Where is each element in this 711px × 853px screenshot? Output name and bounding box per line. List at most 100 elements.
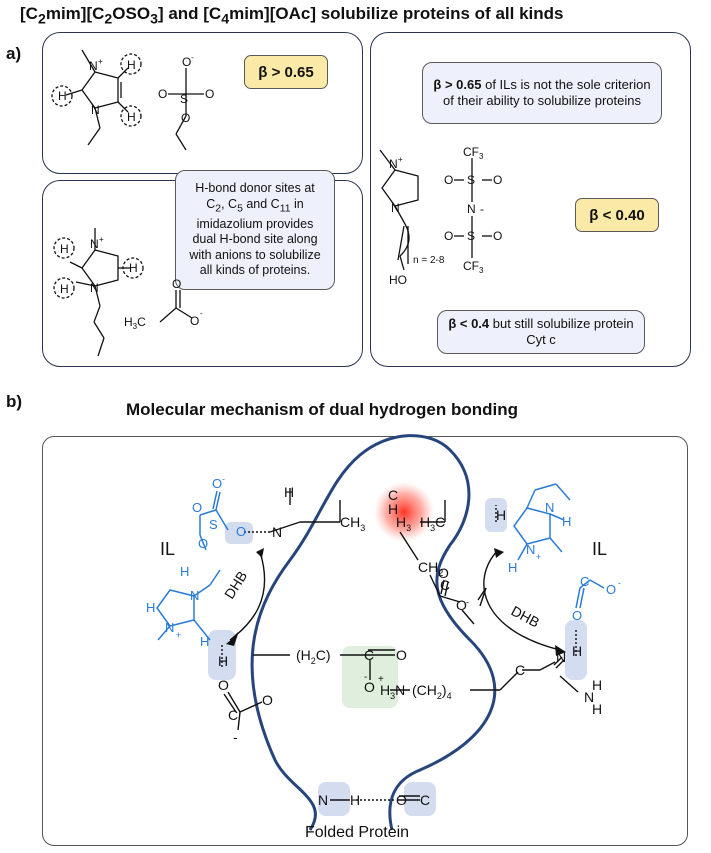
- carboxylate-minus-left: -: [233, 729, 238, 745]
- acid-o1: O: [396, 647, 407, 663]
- chain-length-label: n = 2-8: [413, 255, 445, 266]
- guanidine-c: C: [515, 662, 525, 678]
- imidazolium-ring-1: [81, 71, 119, 109]
- blue-o1: O: [236, 524, 246, 539]
- backbone-o: O: [396, 792, 407, 808]
- cf3-bottom: CF3: [463, 259, 484, 275]
- hbond-box-5: [318, 782, 350, 816]
- atom-o-acetate-1: O: [172, 277, 181, 291]
- minus-charge-1: -: [191, 53, 194, 62]
- atom-s3: S: [467, 229, 475, 243]
- atom-s2: S: [467, 173, 475, 187]
- hbond-box-6: [404, 782, 436, 816]
- minus-charge-3: -: [480, 202, 484, 216]
- panel-b-label: b): [6, 392, 23, 411]
- atom-o1: O: [182, 55, 191, 69]
- ch-c: C: [388, 487, 398, 503]
- atom-n3: N: [90, 237, 99, 251]
- atom-o2: O: [158, 87, 167, 101]
- hydroxyl-label: HO: [389, 273, 407, 287]
- backbone-c: C: [420, 792, 430, 808]
- ch-h: H: [388, 501, 398, 517]
- hbond-donor-note: H-bond donor sites at C2, C5 and C11 in …: [175, 170, 335, 290]
- atom-n4: N: [90, 281, 99, 295]
- carboxylate-o-right: O: [456, 597, 467, 613]
- atom-s: S: [180, 92, 188, 106]
- acid-minus: -: [364, 672, 367, 683]
- blue-o4: O: [198, 536, 208, 551]
- blue-s: S: [209, 517, 218, 532]
- hbond-h-left: H: [218, 653, 228, 669]
- acid-c: C: [364, 647, 374, 663]
- atom-n6: N: [391, 201, 400, 215]
- blue-minus-1: -: [222, 474, 225, 484]
- blue-plus-2: +: [536, 552, 541, 562]
- blue-o6: O: [606, 582, 616, 597]
- atom-h-c5: H: [127, 58, 136, 72]
- blue-h4: H: [562, 514, 571, 529]
- il-label-right: IL: [592, 539, 607, 559]
- nh-n: N: [272, 524, 282, 540]
- panel-a-label: a): [6, 44, 22, 63]
- guanidine-n2: N: [584, 689, 594, 705]
- beta-high-badge: β > 0.65: [244, 55, 328, 89]
- atom-o6: O: [493, 173, 502, 187]
- atom-o3: O: [205, 87, 214, 101]
- ch2-4-label: (CH2)4: [412, 682, 452, 701]
- hbond-box-1: [225, 522, 253, 544]
- carboxylate-minus-right: -: [466, 597, 469, 607]
- guanidine-h3: H: [592, 701, 602, 717]
- plus-charge-3: +: [398, 155, 403, 164]
- ch3-left: CH3: [340, 514, 365, 533]
- atom-h-c4: H: [127, 110, 136, 124]
- carboxylate-c-left: C: [228, 707, 238, 723]
- panel-a-title: [C2mim][C2OSO3] and [C4mim][OAc] solubil…: [20, 4, 564, 28]
- criterion-note: β > 0.65 of ILs is not the sole criterio…: [422, 62, 662, 124]
- carboxylate-o2-right: O: [438, 565, 449, 581]
- atom-h-b: H: [129, 261, 138, 275]
- atom-n1: N: [89, 59, 98, 73]
- folded-protein-label: Folded Protein: [305, 824, 409, 841]
- blue-n2: N: [165, 620, 174, 635]
- plus-charge-2: +: [99, 235, 104, 244]
- atom-n2: N: [91, 103, 100, 117]
- blue-o2: O: [212, 476, 222, 491]
- atom-h-a: H: [60, 242, 69, 256]
- cytc-note: β < 0.4 but still solubilize protein Cyt…: [437, 310, 645, 354]
- atom-n-tfsi: N: [467, 202, 476, 216]
- blue-n1: N: [190, 588, 199, 603]
- protein-backbone: [250, 434, 497, 831]
- blue-h2: H: [180, 564, 189, 579]
- hbond-h-right: H: [496, 507, 506, 523]
- blue-c: C: [580, 574, 589, 589]
- acetate-methyl: H3C: [124, 315, 146, 331]
- blue-n4: N: [526, 542, 535, 557]
- h3n-label: H3N: [380, 682, 405, 701]
- acid-o2: O: [364, 679, 375, 695]
- atom-o-acetate-2: O: [190, 314, 199, 328]
- atom-h-c: H: [60, 282, 69, 296]
- hydrophobic-contact-glow: [374, 482, 434, 542]
- atom-o5: O: [444, 173, 453, 187]
- h3c-right: H3C: [420, 514, 445, 533]
- atom-o4: O: [181, 111, 190, 125]
- guanidine-n: N: [556, 649, 566, 665]
- guanidine-h: H: [572, 643, 582, 659]
- dhb-label-left: DHB: [221, 568, 250, 602]
- blue-h1: H: [146, 600, 155, 615]
- atom-o8: O: [493, 229, 502, 243]
- guanidine-h2: H: [592, 677, 602, 693]
- cf3-top: CF3: [463, 145, 484, 161]
- blue-n3: N: [545, 500, 554, 515]
- minus-charge-2: -: [200, 309, 203, 318]
- nh-h: H: [284, 484, 294, 500]
- blue-o3: O: [192, 500, 202, 515]
- carboxylate-c-right: C: [440, 577, 450, 593]
- beta-low-badge: β < 0.40: [575, 198, 659, 232]
- imidazolium-ring-3: [381, 169, 419, 207]
- panel-b-title: Molecular mechanism of dual hydrogen bon…: [126, 400, 518, 419]
- atom-o7: O: [444, 229, 453, 243]
- blue-h5: H: [508, 560, 517, 575]
- carboxylate-o2-left: O: [262, 692, 273, 708]
